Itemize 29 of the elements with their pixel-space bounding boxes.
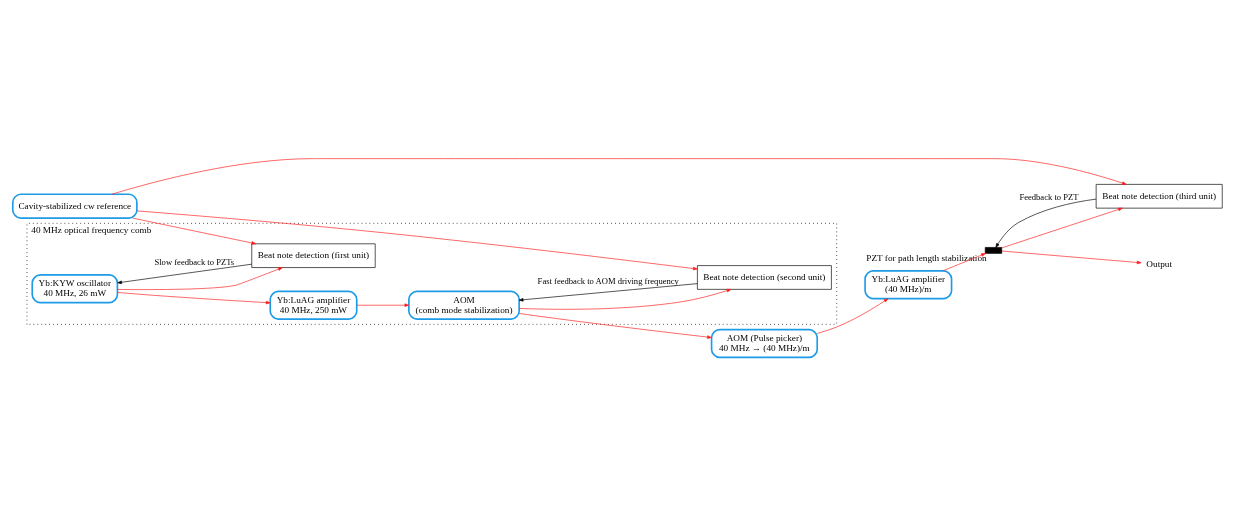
arrow xyxy=(356,303,410,307)
node-box: Yb:LuAG amplifier (40 MHz)/m xyxy=(864,269,953,299)
node-box: Yb:KYW oscillator 40 MHz, 26 mW xyxy=(31,273,119,303)
arrow xyxy=(117,291,271,304)
arrow xyxy=(1001,207,1123,248)
node-text: Output xyxy=(1146,258,1173,269)
node-box: Cavity-stabilized cw reference xyxy=(11,192,138,219)
arrow xyxy=(995,198,1097,248)
node-box: Beat note detection (third unit) xyxy=(1095,183,1223,208)
arrow xyxy=(117,263,252,284)
node-box: Beat note detection (first unit) xyxy=(251,243,376,268)
arrow xyxy=(816,297,889,334)
edge-label: Feedback to PZT xyxy=(1019,192,1079,202)
arrow xyxy=(518,282,698,301)
arrow xyxy=(518,288,732,310)
arrow xyxy=(1001,250,1142,264)
node-box: AOM (comb mode stabilization) xyxy=(408,290,520,320)
edge-label: Slow feedback to PZTs xyxy=(154,256,235,267)
arrow xyxy=(942,252,986,271)
edge-label: Fast feedback to AOM driving frequency xyxy=(537,275,679,286)
arrow xyxy=(518,312,712,339)
arrow xyxy=(117,266,283,290)
node-bar xyxy=(984,246,1003,254)
node-box: Yb:LuAG amplifier 40 MHz, 250 mW xyxy=(269,290,358,320)
arrow xyxy=(132,217,257,245)
node-box: AOM (Pulse picker) 40 MHz → (40 MHz)/m xyxy=(710,328,819,358)
arrow xyxy=(136,210,698,270)
node-label: PZT for path length stabilization xyxy=(866,252,987,263)
arrow xyxy=(111,157,1127,195)
